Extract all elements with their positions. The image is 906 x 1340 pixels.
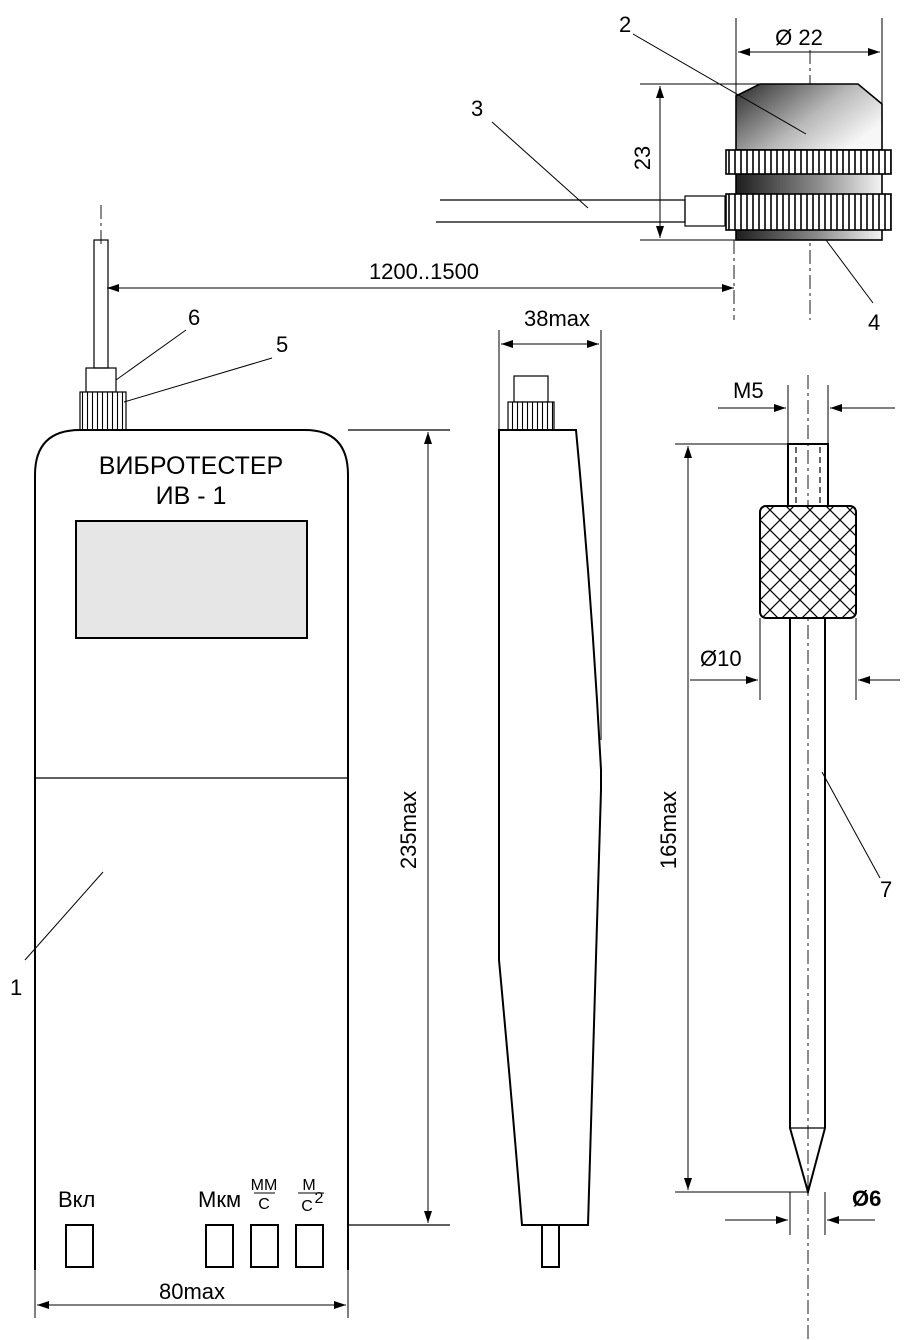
callout-2: 2 bbox=[619, 12, 631, 37]
dim-probe-thread: М5 bbox=[733, 378, 764, 403]
sensor-knurled-ring-upper bbox=[725, 149, 892, 175]
sensor-cap bbox=[735, 83, 883, 151]
mkm-button-label: Мкм bbox=[198, 1187, 241, 1212]
power-button bbox=[65, 1224, 94, 1268]
callout-5-leader bbox=[123, 357, 273, 403]
dim-device-height: 235max bbox=[396, 791, 421, 869]
callout-2-leader bbox=[632, 33, 807, 135]
dim-sensor-height: 23 bbox=[630, 146, 655, 170]
sensor: Ø 22 23 2 3 4 bbox=[436, 12, 892, 335]
side-view: 38max bbox=[498, 306, 602, 1268]
probe-knurled-handle bbox=[759, 505, 857, 619]
display-screen bbox=[75, 520, 308, 639]
callout-3-leader bbox=[491, 121, 589, 209]
front-view: ВИБРОТЕСТЕР ИВ - 1 Вкл Мкм ММ С М С 2 1 … bbox=[10, 205, 734, 1318]
connector-nut bbox=[85, 367, 117, 393]
cable-stub bbox=[93, 239, 109, 369]
dim-cable-length: 1200..1500 bbox=[369, 259, 479, 284]
device-title-line1: ВИБРОТЕСТЕР bbox=[99, 452, 283, 480]
callout-1-leader bbox=[24, 871, 104, 961]
device-title-line2: ИВ - 1 bbox=[156, 482, 227, 510]
side-body bbox=[498, 429, 602, 1226]
callout-1: 1 bbox=[10, 975, 22, 1000]
dim-probe-diameter-10: Ø10 bbox=[700, 646, 742, 671]
side-connector-nut bbox=[513, 375, 549, 403]
dim-sensor-diameter: Ø 22 bbox=[775, 25, 823, 50]
device-body bbox=[34, 429, 349, 1225]
dim-device-width: 80max bbox=[159, 1279, 225, 1304]
unit-mm-numerator: ММ bbox=[251, 1177, 278, 1194]
knurled-connector bbox=[79, 391, 127, 431]
unit-mm-denominator: С bbox=[258, 1196, 270, 1213]
callout-3: 3 bbox=[471, 96, 483, 121]
callout-4-leader bbox=[825, 239, 874, 304]
dim-probe-diameter-6: Ø6 bbox=[852, 1186, 881, 1211]
callout-5: 5 bbox=[276, 332, 288, 357]
callout-7: 7 bbox=[880, 877, 892, 902]
probe-rod bbox=[789, 618, 826, 1196]
callout-4: 4 bbox=[868, 310, 880, 335]
dim-side-thickness: 38max bbox=[524, 306, 590, 331]
unit-m-numerator: М bbox=[302, 1177, 315, 1194]
callout-6: 6 bbox=[188, 305, 200, 330]
probe: М5 Ø10 165max Ø6 7 bbox=[656, 375, 900, 1340]
callout-7-leader bbox=[821, 771, 881, 879]
sensor-cable-gland bbox=[684, 195, 726, 227]
dim-probe-length: 165max bbox=[656, 791, 681, 869]
side-button bbox=[541, 1224, 560, 1268]
unit-m-exponent: 2 bbox=[315, 1190, 324, 1207]
mm-s-button bbox=[250, 1224, 279, 1268]
side-knurled-connector bbox=[507, 401, 555, 431]
m-s2-button bbox=[295, 1224, 324, 1268]
power-button-label: Вкл bbox=[58, 1187, 95, 1212]
unit-m-denominator: С bbox=[301, 1198, 313, 1215]
mkm-button bbox=[205, 1224, 234, 1268]
sensor-knurled-ring-lower bbox=[725, 193, 892, 231]
sensor-cable bbox=[436, 199, 686, 223]
callout-6-leader bbox=[115, 329, 187, 381]
